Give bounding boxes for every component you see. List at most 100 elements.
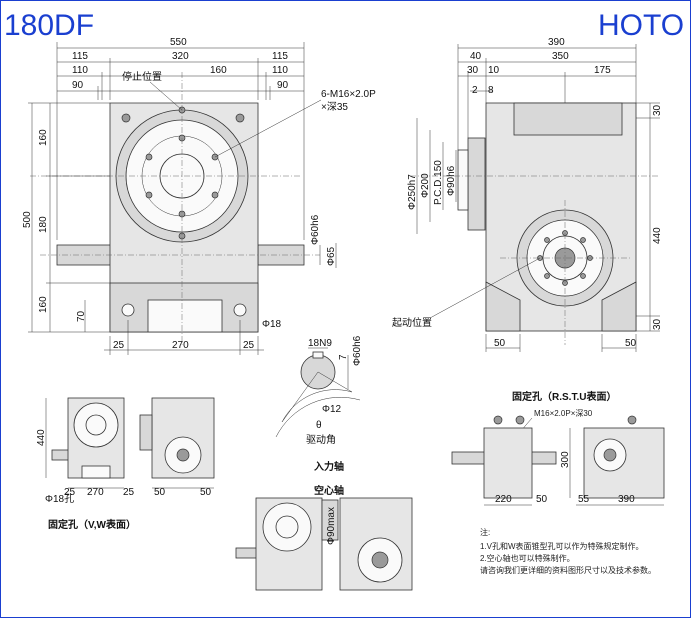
small-side-stub [139, 414, 153, 451]
stop-position-label: 停止位置 [122, 70, 162, 83]
corner-hole [235, 113, 245, 123]
front-mount-hole-right [233, 303, 247, 317]
bolt-hole [544, 273, 550, 279]
shaft-detail: 18N9 7 Φ60h6 Φ12 θ 驱动角 入力轴 空心轴 [275, 335, 363, 497]
small-dia-label: Φ12 [322, 404, 342, 415]
side-bottom-dimensions: 50 50 [485, 334, 637, 352]
angle-ray [281, 371, 319, 423]
hollow-dia-label: Φ90max [326, 507, 337, 545]
dim-text: 25 [64, 487, 76, 498]
front-view [30, 72, 320, 345]
small-side-bore [176, 448, 190, 462]
side-top-dimensions: 390 350 40 30 10 175 2 8 [457, 37, 637, 150]
side-right-dimensions: 30 440 30 [636, 102, 663, 332]
model-title: 180DF [4, 9, 94, 42]
front-bottom-dimensions: 25 270 25 Φ18 [104, 319, 282, 355]
dim-text: 90 [277, 80, 289, 91]
dim-text: 30 [467, 65, 479, 76]
dim-text: 50 [536, 494, 548, 505]
right-shaft-left [451, 451, 487, 465]
front-left-dimensions: 500 160 180 160 70 [22, 102, 110, 333]
dim-text: 350 [552, 51, 569, 62]
dim-text: 160 [210, 65, 227, 76]
dim-text: 50 [494, 338, 506, 349]
side-dia-dimensions: Φ250h7 Φ200 P.C.D.150 Φ90h6 [407, 118, 457, 234]
dim-text: 180 [38, 216, 49, 233]
dim-text: 550 [170, 37, 187, 48]
shaft-keyway [312, 351, 324, 359]
angle-arc [281, 389, 353, 423]
small-front-slot [81, 465, 111, 479]
center-shaft [235, 547, 259, 559]
dim-text: 175 [594, 65, 611, 76]
right-side-bore [603, 448, 617, 462]
corner-hole [121, 113, 131, 123]
input-shaft-label: 入力轴 [314, 460, 344, 473]
small-right-views: 固定孔（R.S.T.U表面） M16×2.0P×深30 300 220 50 5… [451, 390, 665, 506]
side-flange-stub [467, 137, 486, 231]
bolt-hole [211, 191, 219, 199]
dia-label: Φ200 [420, 173, 431, 198]
caption-vw: 固定孔（V,W表面） [48, 518, 136, 531]
dim-text: 160 [38, 129, 49, 146]
small-left-views: 440 25 270 25 50 50 Φ18孔 固定孔（V,W表面） [36, 397, 215, 531]
center-side-bore [371, 551, 389, 569]
dim-text: 25 [123, 487, 135, 498]
dim-text: 50 [625, 338, 637, 349]
caption-rstu: 固定孔（R.S.T.U表面） [512, 390, 616, 403]
dim-text: 2 [472, 85, 478, 96]
bolt-hole [145, 191, 153, 199]
hollow-shaft-label: 空心轴 [314, 484, 344, 497]
small-center-views: Φ90max [235, 497, 413, 591]
dim-text: 50 [154, 487, 166, 498]
bolt-hole [627, 415, 637, 425]
dim-text: 30 [652, 318, 663, 330]
shaft-dia-label: Φ60h6 [352, 335, 363, 366]
side-flange-front [457, 149, 469, 211]
dim-text: 320 [172, 51, 189, 62]
theta-label: θ [316, 420, 322, 431]
center-front-hub [275, 515, 299, 539]
dim-text: 90 [72, 80, 84, 91]
small-front-hub [85, 414, 107, 436]
notes-heading: 注: [480, 527, 490, 537]
dim-text: 115 [72, 51, 88, 62]
dim-text: 40 [470, 51, 482, 62]
front-base-slot [147, 299, 223, 333]
bolt-hole [544, 237, 550, 243]
dim-text: 500 [22, 211, 33, 228]
note-line: 1.V孔和W表面锥型孔可以作为特殊规定制作。 [480, 541, 644, 551]
key-depth-label: 7 [338, 354, 349, 360]
dim-text: 160 [38, 296, 49, 313]
side-top-block [513, 102, 623, 136]
dim-text: 300 [560, 451, 571, 468]
dim-text: 220 [495, 494, 512, 505]
front-mount-hole-left [121, 303, 135, 317]
start-position-label: 起动位置 [392, 316, 432, 329]
hole-dia-label: Φ18 [262, 319, 282, 330]
bolt-hole [145, 153, 153, 161]
bolt-hole [580, 273, 586, 279]
notes-block: 注: 1.V孔和W表面锥型孔可以作为特殊规定制作。 2.空心轴也可以特殊制作。 … [480, 527, 656, 575]
dim-text: 110 [272, 65, 288, 76]
leader-line [429, 257, 541, 319]
dim-text: 390 [548, 37, 565, 48]
thread-note-2: ×深35 [321, 101, 348, 113]
bolt-hole [580, 237, 586, 243]
dim-text: 115 [272, 51, 288, 62]
dim-text: 55 [578, 494, 590, 505]
angle-arc [275, 397, 361, 438]
dim-text: 50 [200, 487, 212, 498]
side-foot-left [485, 281, 521, 332]
dim-text: 8 [488, 85, 494, 96]
dia-label: Φ90h6 [446, 165, 457, 196]
side-foot-right [601, 281, 637, 332]
bolt-hole [515, 415, 525, 425]
right-shaft-right [529, 451, 557, 465]
note-line: 请咨询我们更详细的资料图形尺寸以及技术参数。 [480, 565, 656, 575]
thread-label: M16×2.0P×深30 [534, 409, 593, 418]
dim-text: 110 [72, 65, 88, 76]
dim-text: 390 [618, 494, 635, 505]
